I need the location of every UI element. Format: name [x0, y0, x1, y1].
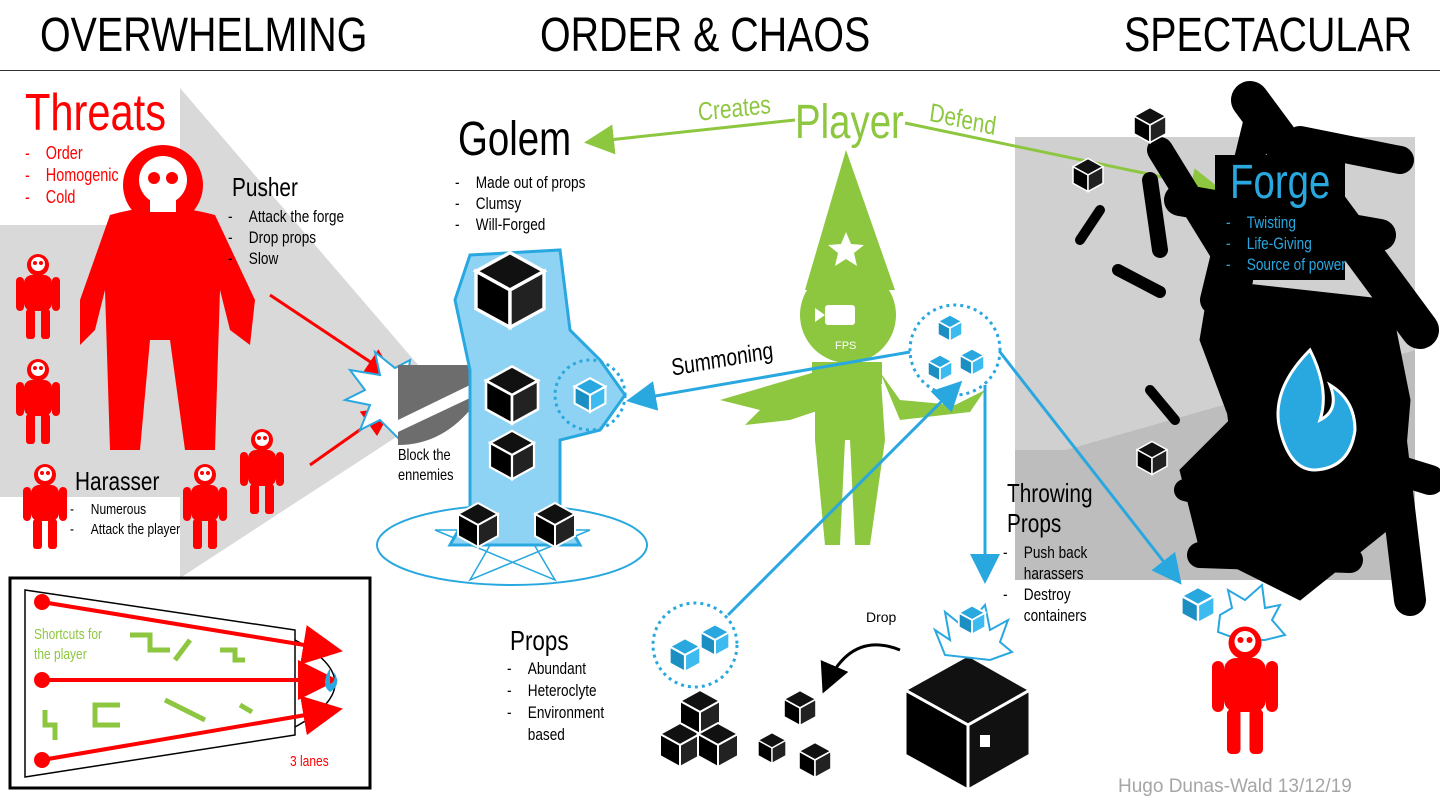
golem-item: Will-Forged [455, 214, 585, 235]
props-title: Props [510, 625, 569, 656]
box-icon [901, 602, 1034, 793]
lanes-label: 3 lanes [290, 753, 329, 770]
harasser-item: Numerous [70, 500, 180, 520]
harasser-hit-figure [1212, 626, 1278, 754]
pusher-item: Attack the forge [228, 206, 344, 227]
fire-icon [1276, 347, 1357, 472]
golem-list: Made out of props Clumsy Will-Forged [455, 172, 586, 235]
pusher-title: Pusher [232, 172, 298, 202]
author-credit: Hugo Dunas-Wald 13/12/19 [1118, 776, 1352, 797]
lanes-map [8, 576, 372, 790]
camera-icon [825, 305, 855, 325]
forge-item: Source of power [1226, 254, 1346, 275]
harasser-list: Numerous Attack the player [70, 500, 180, 540]
threats-panel [0, 88, 450, 578]
pusher-item: Slow [228, 248, 344, 269]
player-title: Player [795, 96, 904, 149]
forge-fire-icon [325, 668, 338, 692]
drop-label: Drop [866, 609, 897, 625]
header-divider [0, 70, 1440, 71]
pusher-figure [80, 145, 255, 450]
golem-title: Golem [458, 113, 572, 166]
props-pile [659, 689, 832, 779]
forge-item: Life-Giving [1226, 233, 1346, 254]
threats-item: Cold [25, 186, 119, 208]
impact-burst-icon [341, 349, 412, 443]
golem-figure [376, 248, 648, 586]
forge-item: Twisting [1226, 212, 1346, 233]
harasser-title: Harasser [75, 466, 160, 496]
threats-item: Homogenic [25, 164, 119, 186]
header-order-chaos: ORDER & CHAOS [540, 9, 871, 62]
golem-item: Made out of props [455, 172, 586, 193]
fps-label: FPS [835, 340, 857, 352]
header-spectacular: SPECTACULAR [1124, 9, 1412, 62]
threats-list: Order Homogenic Cold [25, 142, 119, 208]
harasser-item: Attack the player [70, 520, 180, 540]
forge-title: Forge [1230, 156, 1331, 209]
props-item: Abundant [507, 658, 604, 680]
pusher-item: Drop props [228, 227, 344, 248]
forge-list: Twisting Life-Giving Source of power [1226, 212, 1346, 275]
header-overwhelming: OVERWHELMING [40, 9, 368, 62]
props-item: Heteroclyte [507, 680, 604, 702]
threats-item: Order [25, 142, 119, 164]
pusher-list: Attack the forge Drop props Slow [228, 206, 344, 269]
threats-title: Threats [25, 84, 167, 142]
golem-item: Clumsy [455, 193, 585, 214]
star-icon [828, 232, 864, 266]
